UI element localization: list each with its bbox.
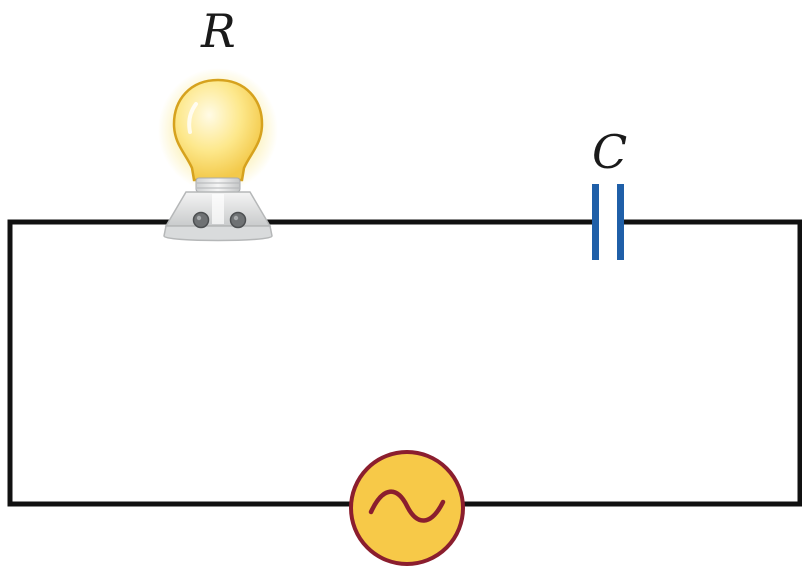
circuit-wires (7, 219, 802, 507)
capacitor-plate-left (592, 184, 599, 260)
ac-source-icon (349, 450, 465, 566)
capacitor-plate-right (617, 184, 624, 260)
bulb-terminal-left (192, 211, 210, 229)
capacitor-icon (592, 184, 624, 260)
ac-sine-wave (368, 489, 446, 523)
resistor-label: R (200, 4, 236, 58)
capacitor-label: C (592, 125, 627, 179)
bulb-terminal-right (229, 211, 247, 229)
light-bulb-icon (158, 68, 278, 242)
